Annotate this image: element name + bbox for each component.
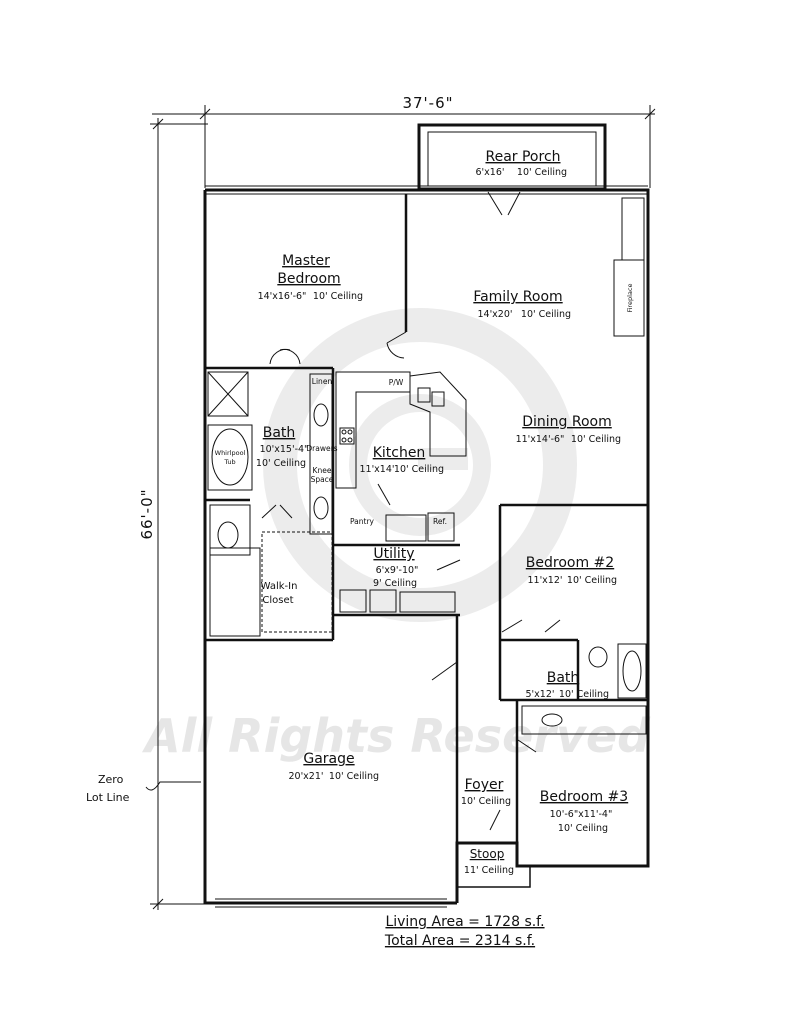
garage-size: 20'x21' [288,771,323,782]
stoop-name: Stoop [470,847,505,861]
utility-ceiling: 9' Ceiling [373,578,417,589]
pantry-label: Pantry [350,517,375,526]
width-dimension [152,105,656,188]
watermark-text: All Rights Reserved [142,709,651,763]
whirlpool-label-2: Tub [223,458,235,466]
bedroom2-ceiling: 10' Ceiling [567,575,617,586]
door-swings [261,191,561,831]
master-bedroom-size: 14'x16'-6" [258,291,307,302]
dining-room-size: 11'x14'-6" [516,434,565,445]
family-room-size: 14'x20' [477,309,512,320]
foyer-name: Foyer [465,777,504,793]
copyright-watermark: All Rights Reserved [142,308,651,763]
dining-room-ceiling: 10' Ceiling [571,434,621,445]
utility-size: 6'x9'-10" [376,565,419,576]
dining-room-name: Dining Room [522,414,612,430]
vanity-sinks [309,373,333,535]
master-bath-fixtures [207,371,333,637]
zero-lot-line-label-2: Lot Line [86,791,130,804]
master-bedroom-ceiling: 10' Ceiling [313,291,363,302]
walk-in-closet-label-1: Walk-In [261,581,298,592]
knee-space-label-1: Knee [313,466,332,475]
width-label: 37'-6" [402,94,453,112]
bedroom3-size: 10'-6"x11'-4" [550,809,613,820]
bedroom3-ceiling: 10' Ceiling [558,823,608,834]
bath2-size: 5'x12' [526,689,555,700]
whirlpool-label-1: Whirlpool [215,449,246,457]
family-room-name: Family Room [473,289,562,305]
stoop-outline [456,843,531,888]
garage-door [215,898,447,908]
kitchen-size: 11'x14' [359,464,394,475]
master-bath-ceiling: 10' Ceiling [256,458,306,469]
bedroom2-name: Bedroom #2 [526,555,614,571]
garage-ceiling: 10' Ceiling [329,771,379,782]
master-bath-size: 10'x15'-4" [260,444,309,455]
kitchen-cabinets [335,371,467,542]
knee-space-label-2: Space [311,475,334,484]
master-bath-name: Bath [263,425,296,441]
kitchen-ceiling: 10' Ceiling [394,464,444,475]
lot-line-pointer [145,781,201,791]
garage-name: Garage [303,751,354,767]
interior-walls [205,194,648,843]
fireplace-icon [613,197,645,337]
depth-dimension [150,118,208,910]
rear-porch-ceiling: 10' Ceiling [517,167,567,178]
walk-in-closet-label-2: Closet [262,595,293,606]
ref-label: Ref. [433,517,447,526]
kitchen-name: Kitchen [373,445,426,461]
fireplace-label: Fireplace [626,283,634,312]
rear-wall-windows [205,185,648,195]
zero-lot-line-label-1: Zero [98,773,124,786]
bath2-name: Bath [547,670,580,686]
bedroom2-size: 11'x12' [527,575,562,586]
bedroom3-name: Bedroom #3 [540,789,628,805]
living-area: Living Area = 1728 s.f. [385,914,544,930]
utility-cabinets [339,589,456,613]
rear-porch-name: Rear Porch [485,149,560,165]
stoop-ceiling: 11' Ceiling [464,865,514,876]
rear-porch-size: 6'x16' [476,167,505,178]
master-bedroom-name-1: Master [282,253,330,269]
utility-name: Utility [373,546,414,562]
family-room-ceiling: 10' Ceiling [521,309,571,320]
linen-label: Linen [312,377,333,386]
master-bedroom-name-2: Bedroom [277,271,340,287]
depth-label: 66'-0" [138,488,156,539]
bath2-fixtures [521,643,647,735]
foyer-ceiling: 10' Ceiling [461,796,511,807]
total-area: Total Area = 2314 s.f. [384,933,535,949]
bath2-ceiling: 10' Ceiling [559,689,609,700]
pw-label: P/W [389,378,404,387]
drawers-label: Drawers [306,444,337,453]
